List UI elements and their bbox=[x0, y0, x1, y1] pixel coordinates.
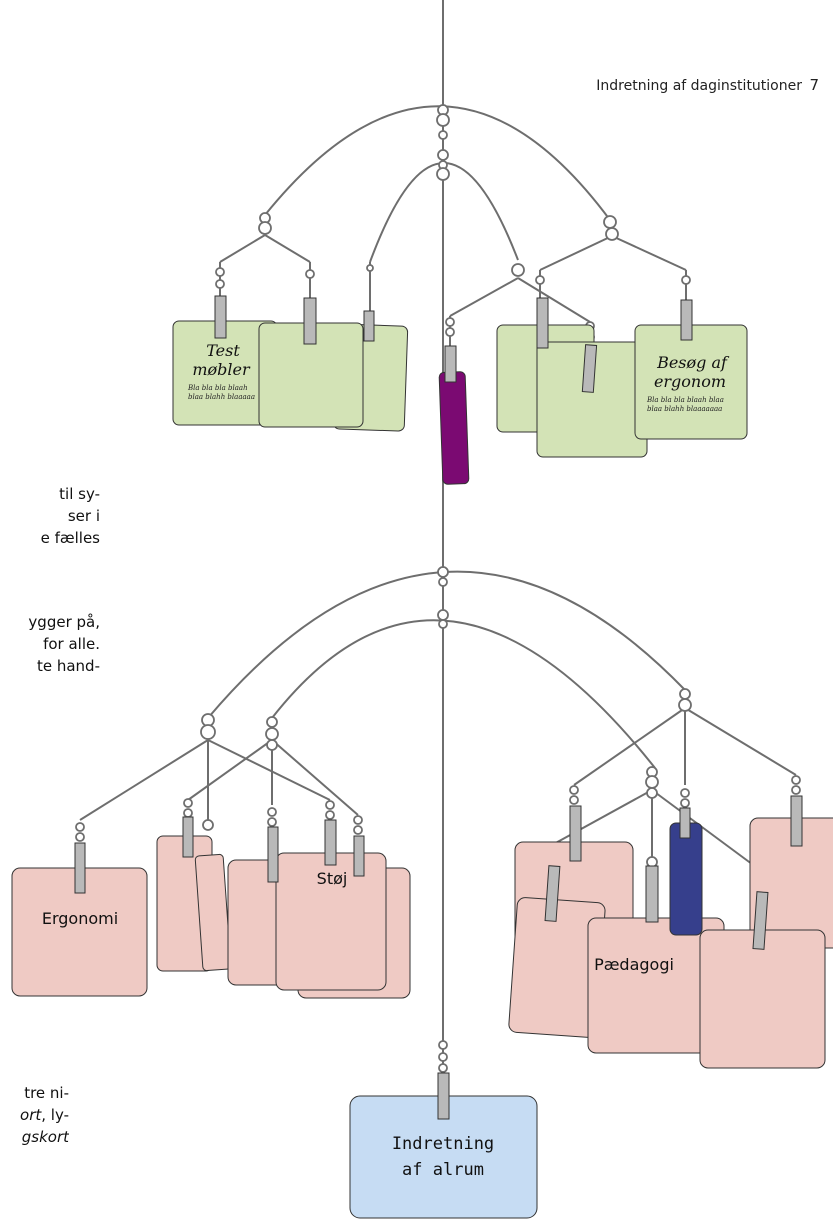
clip bbox=[581, 344, 598, 393]
clip bbox=[214, 295, 227, 339]
header-title: Indretning af daginstitutioner bbox=[596, 78, 802, 94]
page-header: Indretning af daginstitutioner 7 bbox=[596, 76, 819, 94]
card-subtitle: blaa blahh blaaaaa bbox=[188, 393, 255, 401]
pink-card bbox=[194, 853, 232, 972]
card-title: Støj bbox=[317, 869, 348, 888]
clip bbox=[182, 816, 194, 858]
body-text-fragment-1: til sy- ser i e fælles bbox=[0, 483, 100, 549]
card-title: møbler bbox=[192, 360, 251, 379]
italic-word: ort bbox=[20, 1106, 42, 1124]
clip bbox=[444, 345, 457, 383]
base-card-title: Indretning bbox=[392, 1134, 494, 1154]
clip bbox=[752, 891, 769, 950]
text-line: gskort bbox=[0, 1126, 69, 1148]
clip bbox=[790, 795, 803, 847]
pink-card bbox=[699, 929, 826, 1069]
text-line: te hand- bbox=[36, 657, 100, 675]
base-card-title: af alrum bbox=[402, 1160, 484, 1180]
text-line: e fælles bbox=[40, 529, 100, 547]
purple-tab bbox=[438, 371, 470, 485]
clip bbox=[324, 819, 337, 866]
clip bbox=[353, 835, 365, 877]
card-title: Ergonomi bbox=[42, 909, 118, 928]
page-number: 7 bbox=[809, 76, 819, 94]
card-title: Besøg af bbox=[656, 353, 730, 372]
text-line: ser i bbox=[67, 507, 100, 525]
italic-word: gskort bbox=[21, 1128, 69, 1146]
clip bbox=[569, 805, 582, 862]
clip bbox=[536, 297, 549, 349]
clip bbox=[680, 299, 693, 341]
card-title: Test bbox=[206, 341, 240, 360]
text-line: for alle. bbox=[43, 635, 100, 653]
body-text-fragment-2: ygger på, for alle. te hand- bbox=[0, 611, 100, 677]
text-line: tre ni- bbox=[24, 1084, 69, 1102]
card-subtitle: Bla bla bla blaah blaa bbox=[646, 396, 724, 404]
clip bbox=[437, 1072, 450, 1120]
clip bbox=[363, 310, 375, 342]
card-subtitle: blaa blahh blaaaaaaa bbox=[647, 405, 722, 413]
clip bbox=[544, 865, 561, 922]
lower-inner-arc bbox=[271, 619, 656, 769]
lower-outer-arc bbox=[207, 570, 686, 719]
card-title: Pædagogi bbox=[594, 955, 674, 974]
clip bbox=[74, 842, 86, 894]
clip bbox=[267, 826, 279, 883]
body-text-fragment-3: tre ni- ort, ly- gskort bbox=[0, 1082, 69, 1148]
clip bbox=[303, 297, 317, 345]
text-line: ort, ly- bbox=[20, 1106, 69, 1124]
card-title: ergonom bbox=[654, 372, 726, 391]
clip bbox=[679, 807, 691, 839]
text-line: ygger på, bbox=[28, 613, 100, 631]
clip bbox=[645, 865, 659, 923]
card-subtitle: Bla bla bla blaah bbox=[187, 384, 248, 392]
text-line: til sy- bbox=[59, 485, 100, 503]
navy-tab bbox=[669, 822, 703, 936]
